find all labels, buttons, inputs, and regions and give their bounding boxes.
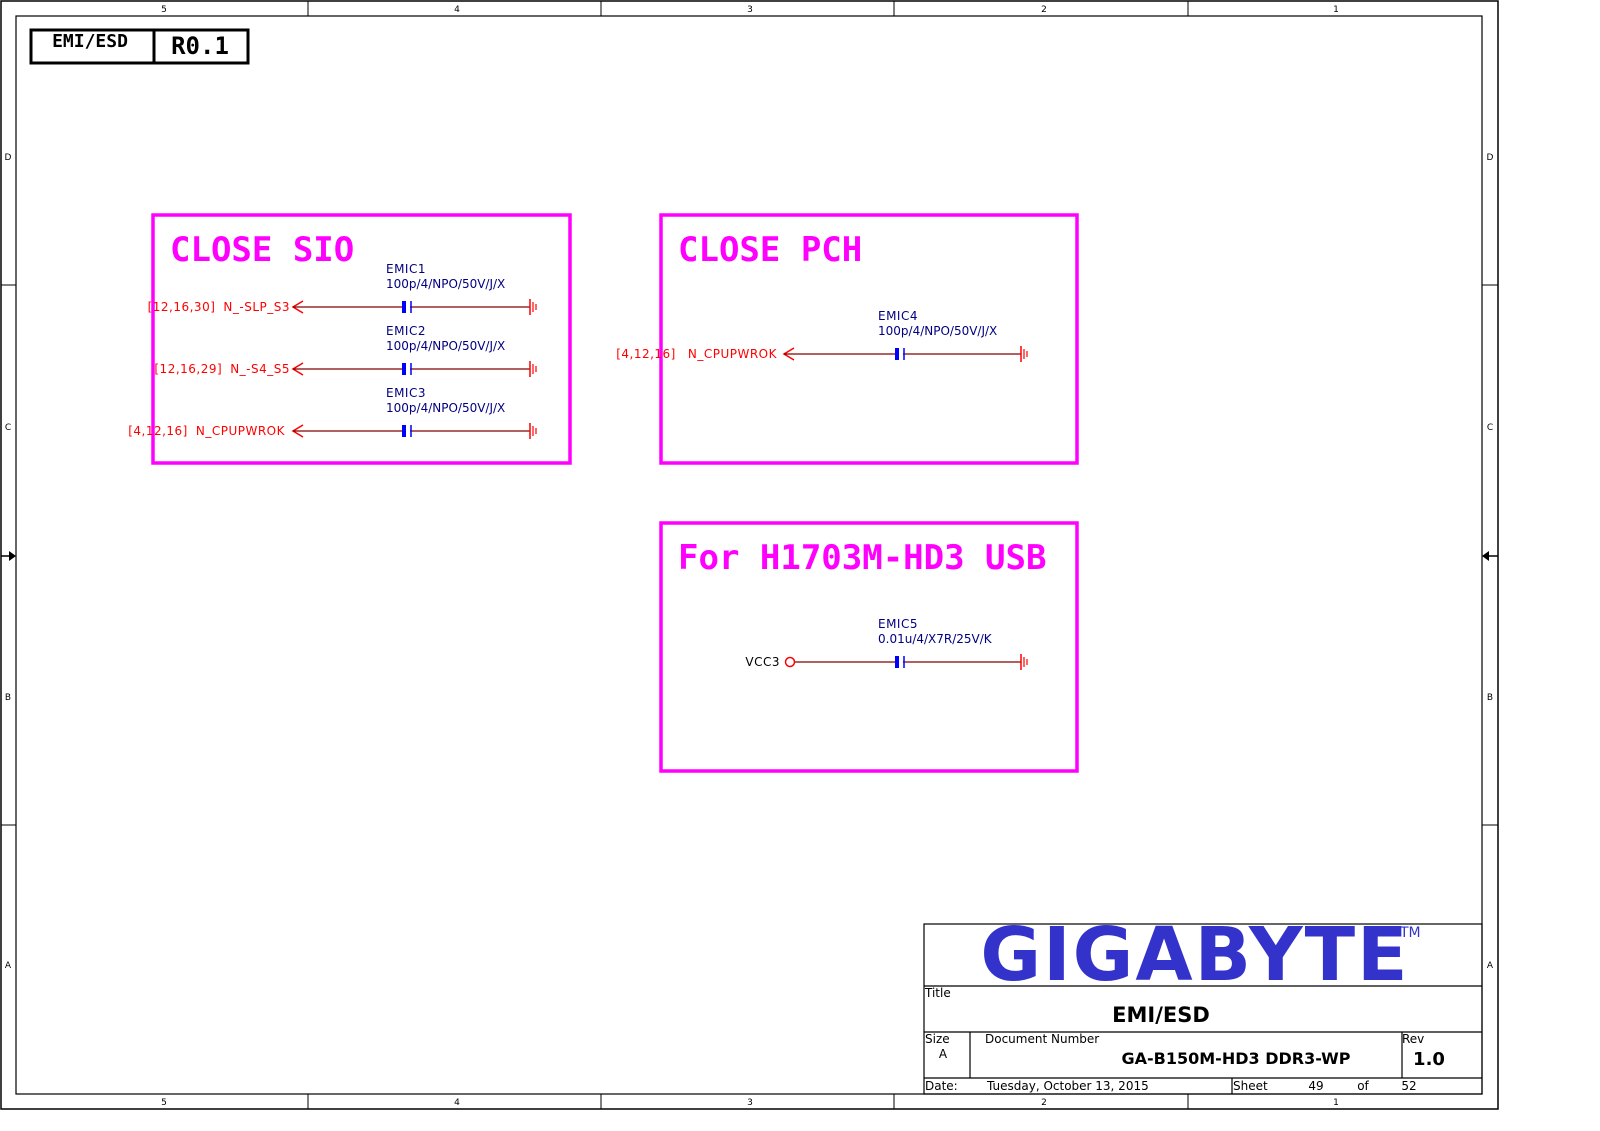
size-label: Size: [925, 1032, 950, 1046]
of-label: of: [1357, 1079, 1369, 1093]
row-label-right: D: [1487, 153, 1494, 163]
cap-value: 0.01u/4/X7R/25V/K: [878, 632, 993, 646]
docnum-label: Document Number: [985, 1032, 1099, 1046]
cap-value: 100p/4/NPO/50V/J/X: [386, 339, 505, 353]
size-value: A: [939, 1047, 948, 1061]
col-label-top: 2: [1041, 5, 1047, 15]
title-label: Title: [924, 986, 951, 1000]
net-row: VCC3 EMIC5 0.01u/4/X7R/25V/K: [745, 617, 1028, 670]
header-name: EMI/ESD: [52, 31, 128, 52]
col-label-bottom: 3: [747, 1098, 753, 1108]
inner-border: [15, 15, 1483, 1095]
date-value: Tuesday, October 13, 2015: [986, 1079, 1149, 1093]
block-title: For H1703M-HD3 USB: [678, 538, 1046, 578]
block-border: [659, 213, 1079, 465]
row-label-left: D: [5, 153, 12, 163]
header-revision: R0.1: [171, 32, 229, 60]
sheet-label: Sheet: [1233, 1079, 1268, 1093]
gigabyte-logo: GIGABYTE: [980, 912, 1409, 998]
net-label[interactable]: [4,12,16] N_CPUPWROK: [616, 347, 777, 361]
block-usb: For H1703M-HD3 USB VCC3 EMIC5 0.01u/4/X7…: [659, 521, 1079, 773]
of-value: 52: [1401, 1079, 1416, 1093]
cap-value: 100p/4/NPO/50V/J/X: [386, 401, 505, 415]
net-refs: [12,16,29]: [154, 362, 222, 376]
col-label-bottom: 5: [161, 1098, 167, 1108]
net-label[interactable]: [4,12,16] N_CPUPWROK: [128, 424, 285, 438]
center-mark-left-icon: [9, 551, 16, 561]
net-row: [12,16,29] N_-S4_S5 EMIC2 100p/4/NPO/50V/…: [154, 324, 537, 377]
net-refs: [4,12,16]: [616, 347, 676, 361]
block-title: CLOSE SIO: [170, 230, 354, 270]
col-label-top: 5: [161, 5, 167, 15]
row-label-right: C: [1487, 423, 1493, 433]
net-label[interactable]: [12,16,30] N_-SLP_S3: [148, 300, 290, 314]
col-label-top: 3: [747, 5, 753, 15]
col-label-bottom: 2: [1041, 1098, 1047, 1108]
net-refs: [4,12,16]: [128, 424, 188, 438]
cap-value: 100p/4/NPO/50V/J/X: [386, 277, 505, 291]
title-block-text: GIGABYTE TM Title EMI/ESD Size A Documen…: [924, 912, 1445, 1093]
rev-value: 1.0: [1413, 1049, 1445, 1070]
power-net-label[interactable]: VCC3: [745, 655, 780, 669]
block-title: CLOSE PCH: [678, 230, 862, 270]
sheet-frame: [0, 0, 1499, 1110]
col-label-bottom: 4: [454, 1098, 460, 1108]
cap-value: 100p/4/NPO/50V/J/X: [878, 324, 997, 338]
docnum-value: GA-B150M-HD3 DDR3-WP: [1122, 1049, 1351, 1068]
cap-refdes: EMIC4: [878, 309, 918, 323]
block-border: [151, 213, 572, 465]
outer-border: [0, 0, 1499, 1110]
cap-refdes: EMIC3: [386, 386, 426, 400]
date-label: Date:: [925, 1079, 958, 1093]
power-port-icon: [784, 656, 796, 668]
col-label-top: 4: [454, 5, 460, 15]
block-close-pch: CLOSE PCH [4,12,16] N_CPUPWROK EMIC4 100p…: [616, 213, 1079, 465]
block-border: [659, 521, 1079, 773]
net-name: N_CPUPWROK: [688, 347, 778, 361]
net-name: N_-SLP_S3: [223, 300, 290, 314]
net-name: N_-S4_S5: [230, 362, 290, 376]
title-block: [923, 923, 1483, 1095]
net-row: [4,12,16] N_CPUPWROK EMIC3 100p/4/NPO/50V…: [128, 386, 537, 439]
logo-trademark: TM: [1399, 925, 1421, 941]
cap-refdes: EMIC1: [386, 262, 426, 276]
cap-refdes: EMIC5: [878, 617, 918, 631]
net-row: [4,12,16] N_CPUPWROK EMIC4 100p/4/NPO/50V…: [616, 309, 1028, 362]
title-value: EMI/ESD: [1112, 1003, 1210, 1027]
block-close-sio: CLOSE SIO [12,16,30] N_-SLP_S3 EMIC1 100p…: [128, 213, 572, 465]
net-refs: [12,16,30]: [148, 300, 216, 314]
cap-refdes: EMIC2: [386, 324, 426, 338]
row-label-left: B: [5, 693, 11, 703]
col-label-top: 1: [1333, 5, 1339, 15]
row-label-right: A: [1487, 961, 1494, 971]
row-label-right: B: [1487, 693, 1493, 703]
rev-label: Rev: [1402, 1032, 1424, 1046]
col-label-bottom: 1: [1333, 1098, 1339, 1108]
center-mark-right-icon: [1482, 551, 1489, 561]
row-label-left: A: [5, 961, 12, 971]
row-label-left: C: [5, 423, 11, 433]
header-box: EMI/ESD R0.1: [29, 28, 250, 65]
net-label[interactable]: [12,16,29] N_-S4_S5: [154, 362, 290, 376]
net-name: N_CPUPWROK: [196, 424, 286, 438]
sheet-value: 49: [1308, 1079, 1323, 1093]
net-row: [12,16,30] N_-SLP_S3 EMIC1 100p/4/NPO/50V…: [148, 262, 537, 315]
